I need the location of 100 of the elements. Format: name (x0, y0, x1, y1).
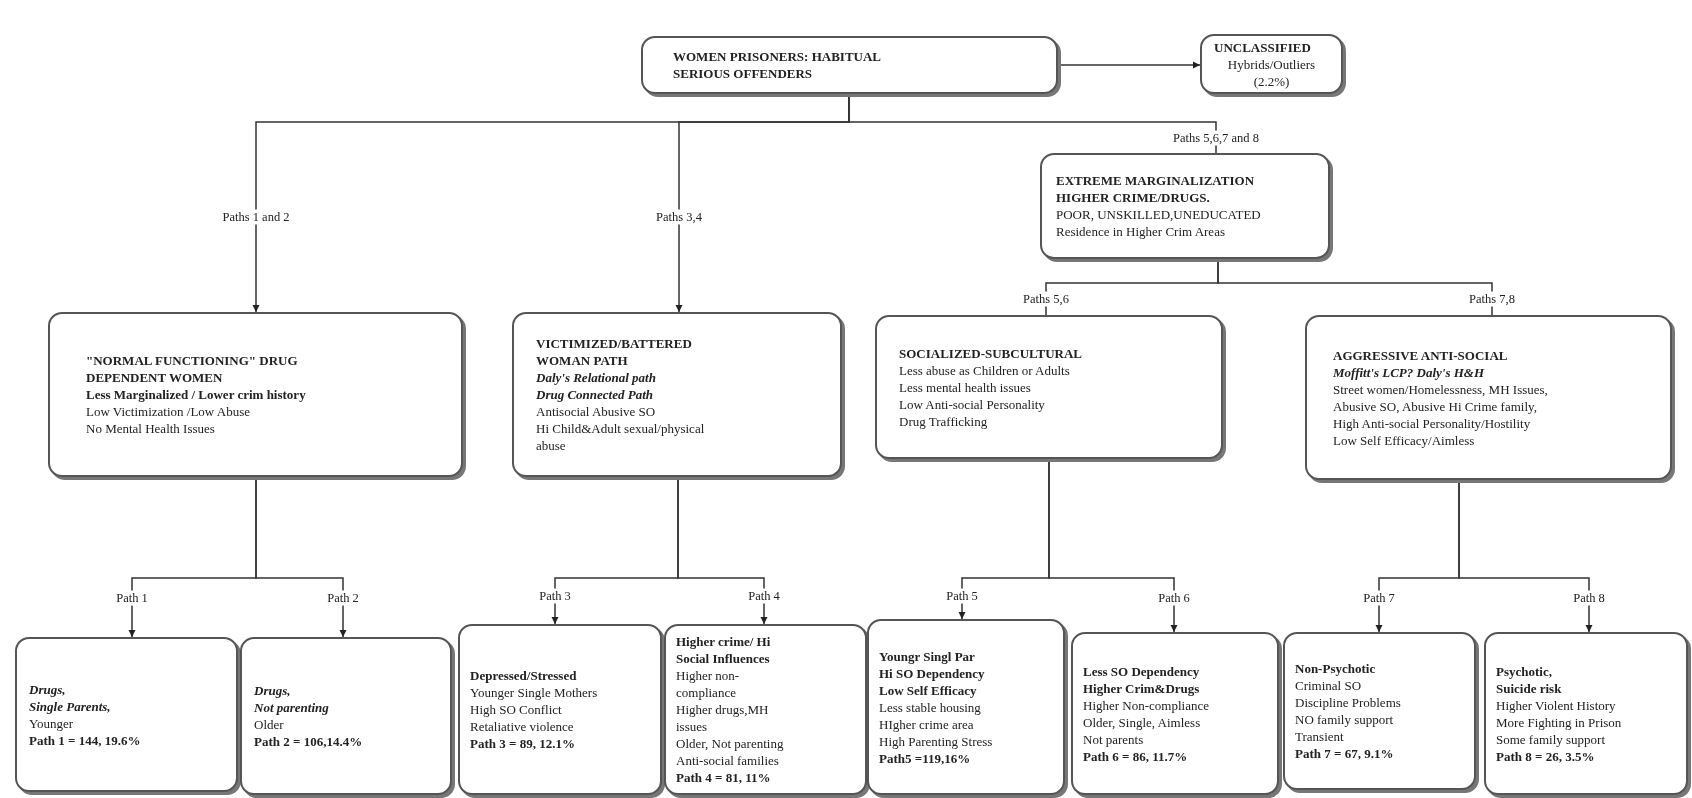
box-heading: Psychotic, (1496, 662, 1553, 680)
category-box (512, 312, 842, 477)
box-text: Path 6 = 86, 11.7% (1083, 747, 1189, 765)
box-text: Hi SO Dependency (879, 664, 986, 682)
box-heading: Youngr Singl Par (879, 647, 976, 665)
box-text: No Mental Health Issues (86, 420, 216, 437)
box-text: Discipline Problems (1295, 694, 1402, 711)
edge-label: Path 7 (1361, 590, 1397, 606)
edge-label: Path 4 (746, 588, 782, 604)
category-box (240, 637, 452, 795)
box-text: Path 7 = 67, 9.1% (1295, 745, 1395, 762)
box-text: High Parenting Stress (879, 732, 994, 750)
box-text: Street women/Homelessness, MH Issues, (1333, 380, 1549, 398)
box-text: Higher Violent History (1496, 696, 1617, 714)
box-text: HIgher crime area (879, 715, 975, 733)
box-text: Less Marginalized / Lower crim history (86, 386, 307, 403)
category-box (1040, 153, 1330, 259)
category-box (48, 312, 463, 477)
box-text: Path 1 = 144, 19.6% (29, 731, 142, 749)
box-text: Younger (29, 714, 75, 732)
box-heading: Depressed/Stressed (470, 667, 578, 684)
box-text: (2.2%) (1252, 72, 1291, 90)
box-text: Less mental health issues (899, 378, 1032, 396)
box-heading: Drugs, (254, 682, 292, 699)
edge-label: Path 6 (1156, 590, 1192, 606)
box-text: Abusive SO, Abusive Hi Crime family, (1333, 397, 1538, 415)
edge-label: Path 1 (114, 590, 150, 606)
edge-label: Path 2 (325, 590, 361, 606)
box-text: Higher Crim&Drugs (1083, 679, 1201, 697)
edge-label: Paths 1 and 2 (220, 209, 292, 225)
category-box (1484, 632, 1688, 795)
category-box (664, 624, 867, 795)
box-text: Low Victimization /Low Abuse (86, 403, 251, 420)
box-text: High SO Conflict (470, 701, 563, 718)
box-text: Anti-social families (676, 752, 780, 769)
edge-label: Paths 5,6,7 and 8 (1171, 130, 1261, 146)
box-text: Moffitt's LCP? Daly's H&H (1333, 363, 1486, 381)
box-text: Single Parents, (29, 697, 112, 715)
box-heading: Less SO Dependency (1083, 662, 1201, 680)
box-text: Antisocial Abusive SO (536, 403, 657, 420)
box-heading: UNCLASSIFIED (1214, 38, 1312, 56)
edge-label: Paths 3,4 (654, 209, 704, 225)
box-text: Path 4 = 81, 11% (676, 769, 772, 786)
category-box (875, 315, 1223, 459)
edge-label: Path 8 (1571, 590, 1607, 606)
box-text: Residence in Higher Crim Areas (1056, 223, 1226, 240)
category-box (1305, 315, 1672, 480)
box-text: Low Anti-social Personality (899, 395, 1046, 413)
edge-label: Path 3 (537, 588, 573, 604)
box-text: Less stable housing (879, 698, 982, 716)
edge-label: Paths 5,6 (1021, 291, 1071, 307)
box-heading: "NORMAL FUNCTIONING" DRUG DEPENDENT WOMEN (86, 352, 299, 386)
category-box (15, 637, 238, 792)
box-text: Some family support (1496, 730, 1607, 748)
box-text: Transient (1295, 728, 1345, 745)
box-text: Retaliative violence (470, 718, 575, 735)
box-text: Older (254, 716, 285, 733)
box-text: Older, Not parenting (676, 735, 785, 752)
box-text: Not parenting (254, 699, 330, 716)
box-heading: EXTREME MARGINALIZATION (1056, 172, 1256, 189)
box-text: Less abuse as Children or Adults (899, 361, 1071, 379)
category-box (641, 36, 1058, 94)
box-text: Low Self Efficacy/Aimless (1333, 431, 1476, 449)
box-text: High Anti-social Personality/Hostility (1333, 414, 1532, 432)
box-heading: SOCIALIZED-SUBCULTURAL (899, 344, 1083, 362)
box-text: Path 2 = 106,14.4% (254, 733, 364, 750)
box-text: NO family support (1295, 711, 1395, 728)
category-box (867, 619, 1065, 795)
box-text: Path 8 = 26, 3.5% (1496, 747, 1596, 765)
box-text: Younger Single Mothers (470, 684, 599, 701)
box-text: Higher non-compliance (676, 667, 741, 701)
box-text: Path5 =119,16% (879, 749, 972, 767)
box-heading: WOMEN PRISONERS: HABITUAL SERIOUS OFFENDERS (673, 48, 882, 82)
box-text: Suicide risk (1496, 679, 1563, 697)
box-text: HIGHER CRIME/DRUGS. (1056, 189, 1211, 206)
edge-label: Path 5 (944, 588, 980, 604)
box-text: Not parents (1083, 730, 1145, 748)
box-text: Criminal SO (1295, 677, 1363, 694)
box-text: Hybrids/Outliers (1226, 55, 1317, 73)
box-text: Daly's Relational path (536, 369, 657, 386)
category-box (1283, 632, 1476, 790)
box-text: Drug Connected Path (536, 386, 654, 403)
category-box (1071, 632, 1279, 795)
box-heading: Non-Psychotic (1295, 660, 1377, 677)
category-box (458, 624, 662, 795)
box-text: Low Self Efficacy (879, 681, 978, 699)
box-text: Path 3 = 89, 12.1% (470, 735, 576, 752)
box-heading: AGGRESSIVE ANTI-SOCIAL (1333, 346, 1509, 364)
category-box (1200, 34, 1343, 94)
box-text: Drug Trafficking (899, 412, 989, 430)
box-text: Higher Non-compliance (1083, 696, 1210, 714)
box-text: Older, Single, Aimless (1083, 713, 1202, 731)
box-heading: Drugs, (29, 680, 67, 698)
box-text: Higher drugs,MH issues (676, 701, 770, 735)
box-text: POOR, UNSKILLED,UNEDUCATED (1056, 206, 1262, 223)
box-text: Hi Child&Adult sexual/physical abuse (536, 420, 706, 454)
box-text: More Fighting in Prison (1496, 713, 1623, 731)
box-heading: Higher crime/ Hi Social Influences (676, 633, 772, 667)
edge-label: Paths 7,8 (1467, 291, 1517, 307)
box-heading: VICTIMIZED/BATTERED WOMAN PATH (536, 335, 693, 369)
